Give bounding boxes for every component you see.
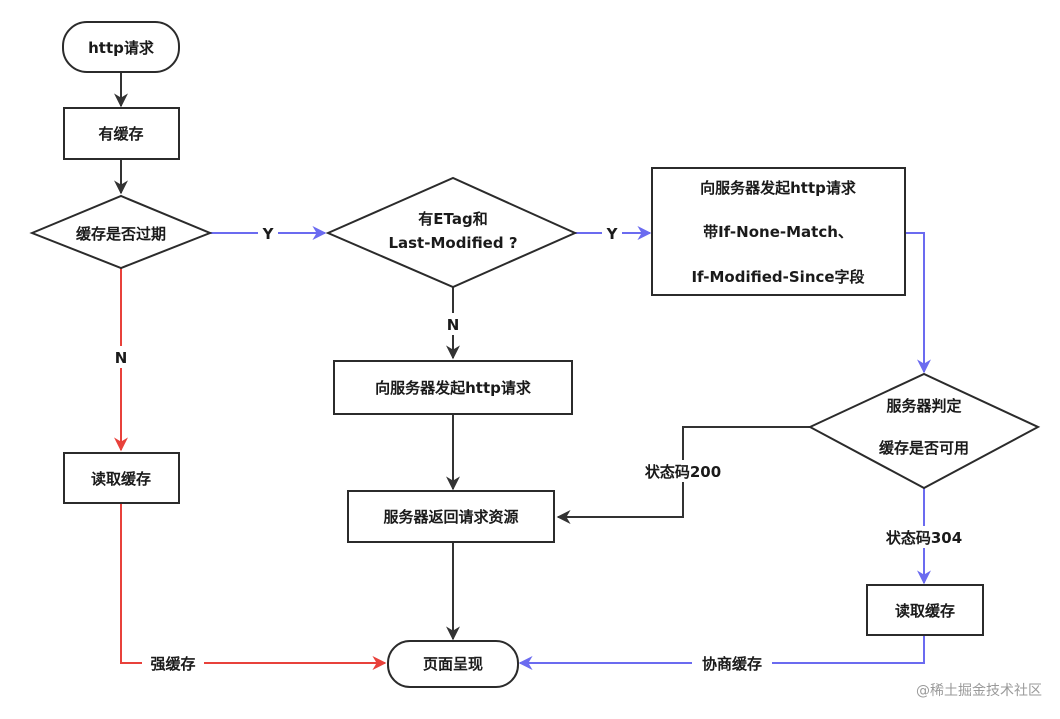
edge-label-status-304: 状态码304 [886, 529, 962, 547]
edge-headers-to-judge [905, 232, 931, 374]
has-cache-box [63, 107, 180, 160]
edge-label-y1: Y [262, 225, 275, 243]
read-cache-left-label: 读取缓存 [91, 470, 151, 488]
edge-label-strong-cache: 强缓存 [150, 655, 195, 673]
server-judge-line1: 服务器判定 [886, 397, 961, 415]
cache-expired-decision [29, 194, 213, 270]
cache-expired-label: 缓存是否过期 [76, 225, 166, 243]
edge-label-y2: Y [606, 225, 619, 243]
watermark-text: @稀土掘金技术社区 [916, 683, 1042, 699]
request-plain-box [333, 360, 573, 415]
edge-label-n1: N [115, 349, 128, 367]
request-with-headers-line1: 向服务器发起http请求 [700, 179, 857, 197]
edge-label-status-200: 状态码200 [645, 463, 721, 481]
start-node-label: http请求 [88, 39, 155, 57]
server-judge-line2: 缓存是否可用 [879, 439, 969, 457]
server-return-label: 服务器返回请求资源 [383, 508, 518, 526]
read-cache-right-label: 读取缓存 [895, 602, 955, 620]
page-render-node [387, 640, 519, 688]
edge-strong-cache [120, 503, 387, 670]
read-cache-right-box [866, 584, 984, 636]
server-judge-decision [807, 372, 1041, 490]
etag-decision-line2: Last-Modified ? [388, 234, 517, 252]
etag-decision [325, 176, 578, 289]
has-cache-label: 有缓存 [98, 125, 143, 143]
request-with-headers-line2: 带If-None-Match、 [703, 223, 853, 241]
request-with-headers-box [651, 167, 906, 296]
request-plain-label: 向服务器发起http请求 [375, 379, 532, 397]
server-return-box [347, 490, 555, 543]
request-with-headers-line3: If-Modified-Since字段 [691, 268, 864, 286]
page-render-label: 页面呈现 [423, 655, 483, 673]
start-node [62, 21, 180, 73]
edge-label-negotiate-cache: 协商缓存 [702, 655, 762, 673]
edge-negotiate-cache [518, 635, 925, 670]
read-cache-left-box [63, 452, 180, 504]
etag-decision-line1: 有ETag和 [418, 210, 487, 228]
edge-label-n2: N [447, 316, 460, 334]
